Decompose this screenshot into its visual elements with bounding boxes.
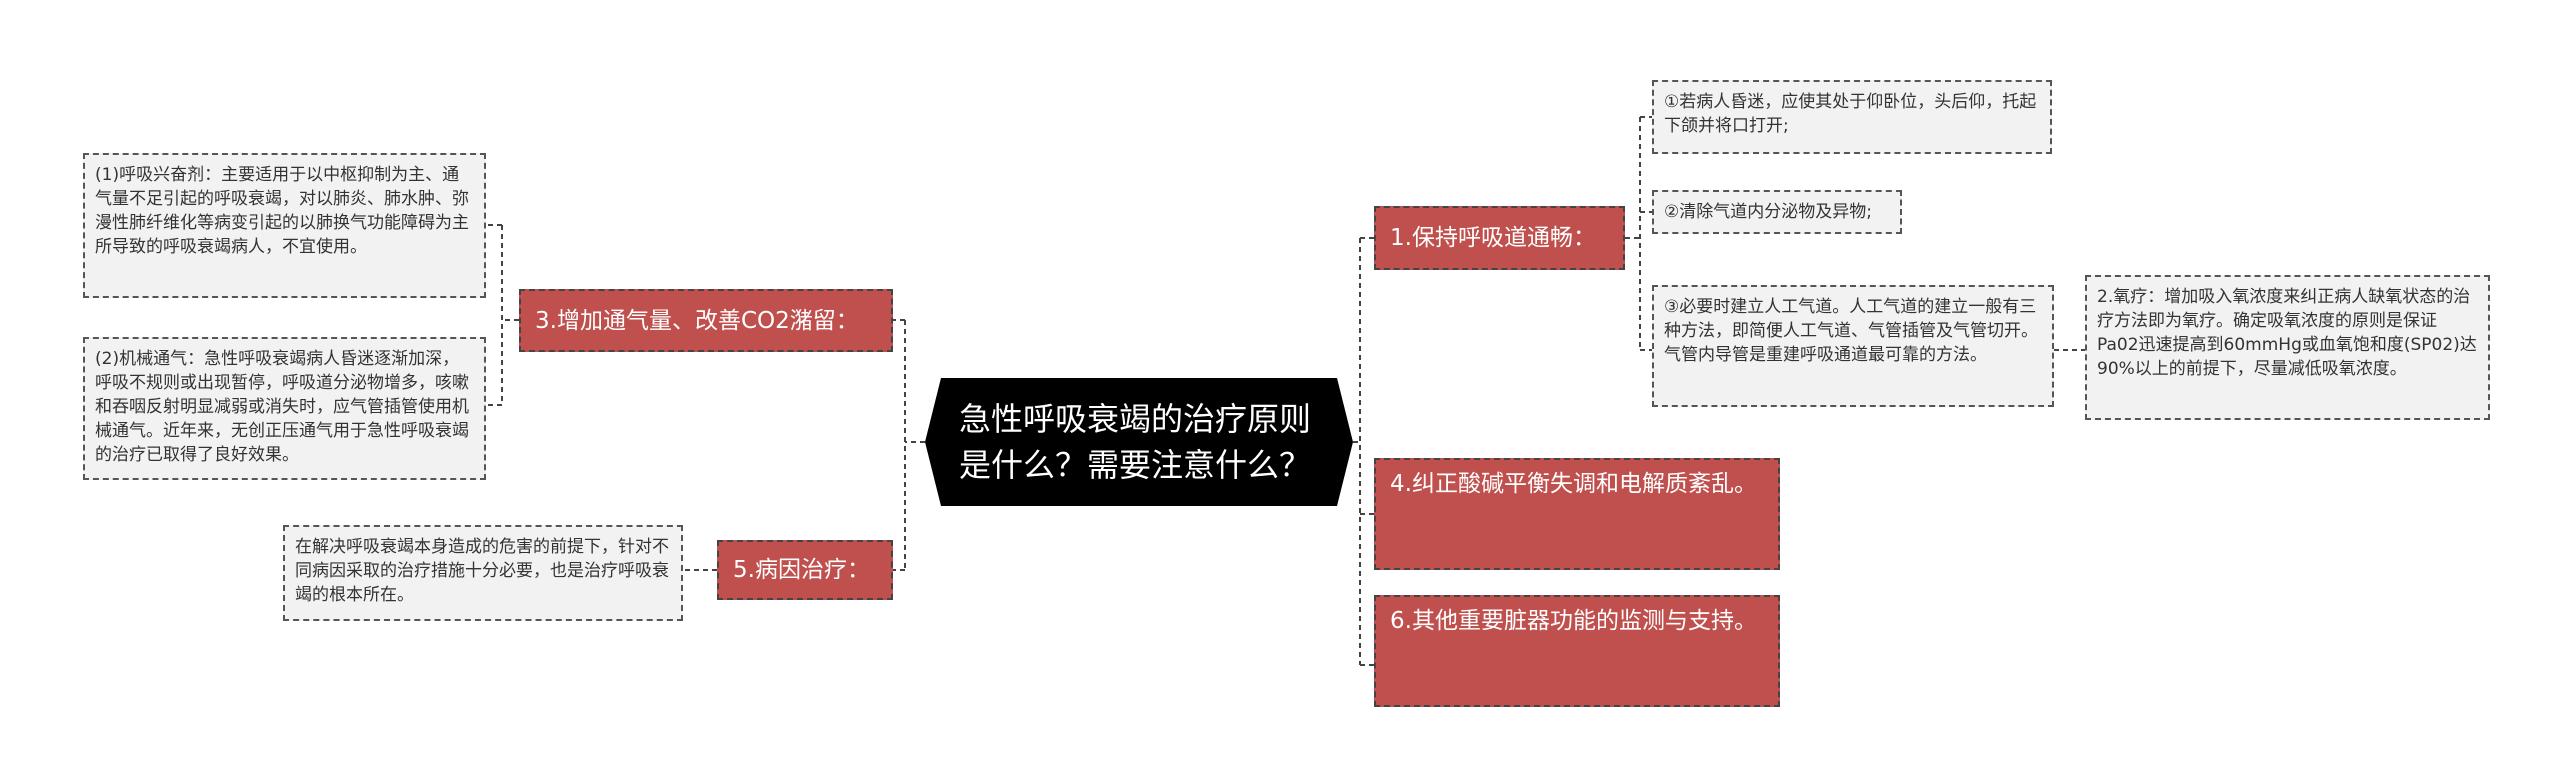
central-topic[interactable]: 急性呼吸衰竭的治疗原则是什么？需要注意什么？ [925,378,1353,506]
leaf-respiratory-stimulant[interactable]: (1)呼吸兴奋剂：主要适用于以中枢抑制为主、通气量不足引起的呼吸衰竭，对以肺炎、… [83,153,486,298]
connector-center-right [1353,237,1374,666]
leaf-mechanical-ventilation[interactable]: (2)机械通气：急性呼吸衰竭病人昏迷逐渐加深，呼吸不规则或出现暂停，呼吸道分泌物… [83,337,486,480]
branch-organ-monitoring-label: 6.其他重要脏器功能的监测与支持。 [1390,608,1757,634]
branch-etiology[interactable]: 5.病因治疗： [717,540,893,600]
leaf-clear-secretions[interactable]: ②清除气道内分泌物及异物; [1652,190,1902,234]
branch-acid-base-label: 4.纠正酸碱平衡失调和电解质紊乱。 [1390,471,1757,497]
branch-keep-airway[interactable]: 1.保持呼吸道通畅： [1374,206,1625,270]
leaf-clear-secretions-text: ②清除气道内分泌物及异物; [1664,202,1872,222]
connector-b3-leaves [486,224,519,406]
leaf-etiology-treatment[interactable]: 在解决呼吸衰竭本身造成的危害的前提下，针对不同病因采取的治疗措施十分必要，也是治… [283,525,683,621]
leaf-etiology-treatment-text: 在解决呼吸衰竭本身造成的危害的前提下，针对不同病因采取的治疗措施十分必要，也是治… [295,537,669,605]
leaf-oxygen-therapy[interactable]: 2.氧疗：增加吸入氧浓度来纠正病人缺氧状态的治疗方法即为氧疗。确定吸氧浓度的原则… [2085,275,2490,420]
leaf-artificial-airway[interactable]: ③必要时建立人工气道。人工气道的建立一般有三种方法，即简便人工气道、气管插管及气… [1652,285,2054,407]
branch-ventilation-label: 3.增加通气量、改善CO2潴留： [535,307,859,334]
leaf-respiratory-stimulant-text: (1)呼吸兴奋剂：主要适用于以中枢抑制为主、通气量不足引起的呼吸衰竭，对以肺炎、… [95,165,469,257]
leaf-unconscious-position-text: ①若病人昏迷，应使其处于仰卧位，头后仰，托起下颌并将口打开; [1664,92,2037,136]
branch-ventilation[interactable]: 3.增加通气量、改善CO2潴留： [519,289,893,352]
leaf-oxygen-therapy-text: 2.氧疗：增加吸入氧浓度来纠正病人缺氧状态的治疗方法即为氧疗。确定吸氧浓度的原则… [2097,287,2477,379]
central-topic-title: 急性呼吸衰竭的治疗原则是什么？需要注意什么？ [959,400,1312,484]
branch-acid-base[interactable]: 4.纠正酸碱平衡失调和电解质紊乱。 [1374,458,1780,570]
connector-center-left [893,319,925,571]
branch-etiology-label: 5.病因治疗： [733,557,870,583]
connector-b1-leaves [1625,116,1652,351]
branch-organ-monitoring[interactable]: 6.其他重要脏器功能的监测与支持。 [1374,595,1780,707]
leaf-unconscious-position[interactable]: ①若病人昏迷，应使其处于仰卧位，头后仰，托起下颌并将口打开; [1652,80,2052,154]
leaf-artificial-airway-text: ③必要时建立人工气道。人工气道的建立一般有三种方法，即简便人工气道、气管插管及气… [1664,297,2038,365]
branch-keep-airway-label: 1.保持呼吸道通畅： [1390,225,1596,251]
leaf-mechanical-ventilation-text: (2)机械通气：急性呼吸衰竭病人昏迷逐渐加深，呼吸不规则或出现暂停，呼吸道分泌物… [95,349,469,465]
